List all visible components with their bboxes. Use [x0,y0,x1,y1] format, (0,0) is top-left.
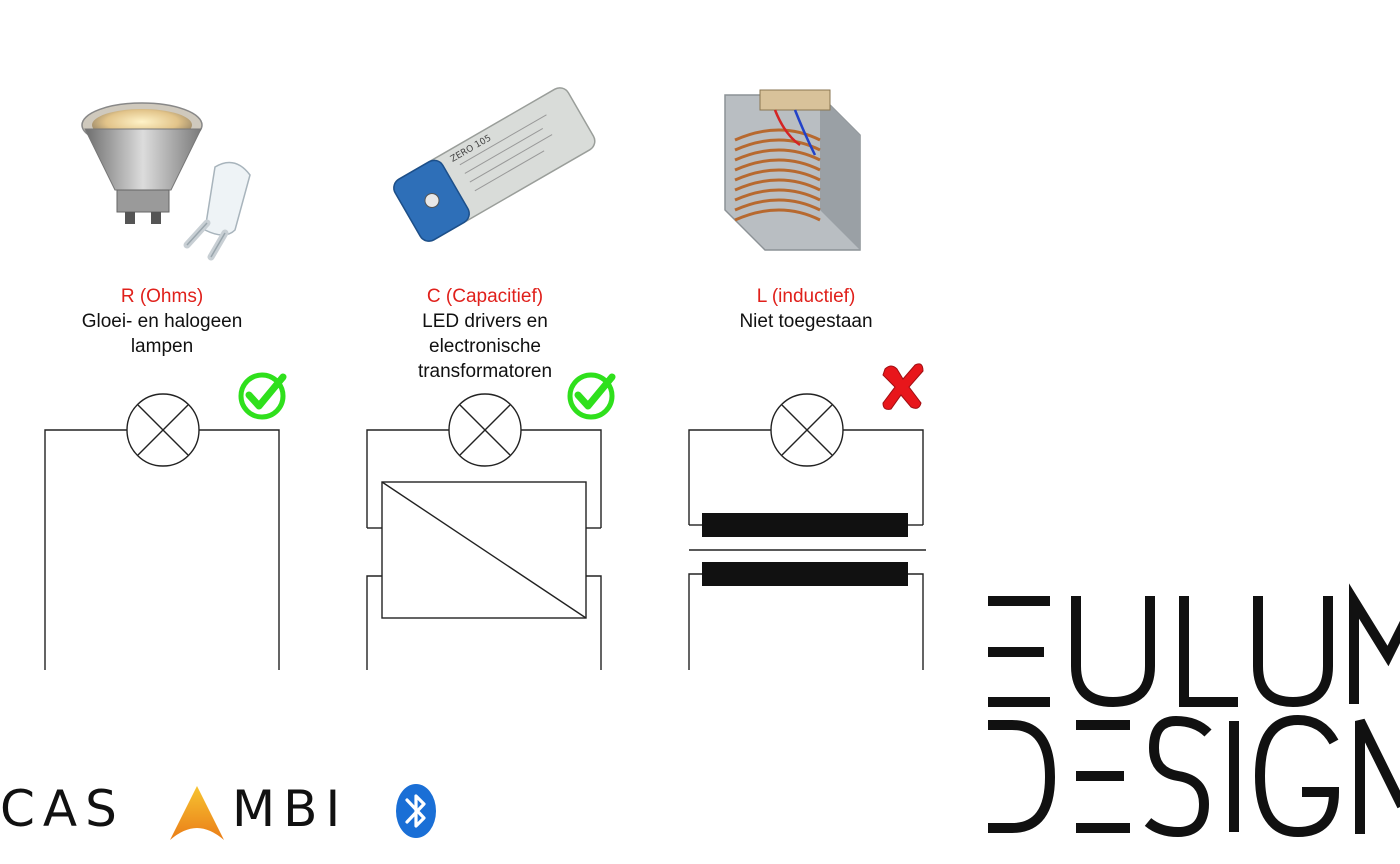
type-label-resistive: R (Ohms) [120,286,204,307]
bluetooth-icon [396,784,436,838]
casambi-logo: CAS MBI [0,772,460,852]
description-line: LED drivers en [422,311,548,332]
halogen-bulbs-photo [81,102,251,261]
type-label-capacitive: C (Capacitief) [426,286,544,307]
eulum-wordmark [988,583,1400,708]
transformer-photo [724,89,861,251]
casambi-accent-letter [170,786,224,840]
casambi-text-left: CAS [0,780,125,838]
column-r-label: R (Ohms) Gloei- en halogeen lampen [32,284,292,359]
casambi-text-right: MBI [232,780,349,838]
description-line: Gloei- en halogeen [81,311,243,332]
cross-icon [882,363,924,410]
column-l-label: L (inductief) Niet toegestaan [676,284,936,334]
design-wordmark [988,714,1400,838]
check-icon [238,372,287,420]
description-line: electronische [429,336,541,357]
eulum-design-logo [988,583,1400,838]
resistive-circuit [44,393,280,670]
inductive-circuit [688,393,926,670]
column-c-label: C (Capacitief) LED drivers en electronis… [355,284,615,384]
capacitive-circuit [366,393,602,670]
description-line: transformatoren [417,361,553,382]
description-line: Niet toegestaan [739,311,873,332]
led-driver-photo: ZERO 105 [393,87,596,242]
type-label-inductive: L (inductief) [756,286,856,307]
check-icon [567,372,616,420]
description-line: lampen [130,336,194,357]
